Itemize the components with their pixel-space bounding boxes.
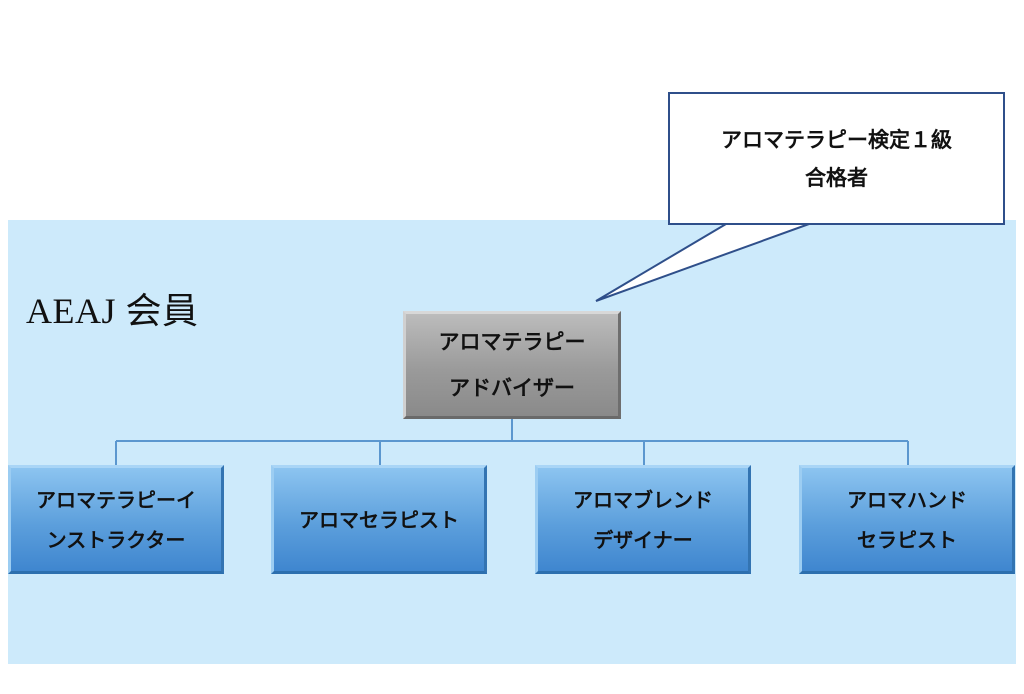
callout-box: アロマテラピー検定１級 合格者: [668, 92, 1005, 225]
child-node-blend-designer: アロマブレンド デザイナー: [535, 465, 751, 574]
child-node-line-1: アロマセラピスト: [299, 507, 459, 532]
child-node-line-2: セラピスト: [857, 527, 957, 552]
child-node-line-1: アロマテラピーイ: [36, 487, 196, 512]
callout-line-1: アロマテラピー検定１級: [721, 126, 952, 152]
root-node-aroma-adviser: アロマテラピー アドバイザー: [403, 311, 621, 419]
callout-line-2: 合格者: [805, 164, 868, 190]
child-node-line-2: ンストラクター: [46, 527, 186, 552]
root-node-line-2: アドバイザー: [449, 375, 575, 400]
child-node-line-2: デザイナー: [593, 527, 693, 552]
callout-pointer: [595, 223, 810, 302]
child-node-instructor: アロマテラピーイ ンストラクター: [8, 465, 224, 574]
child-node-hand-therapist: アロマハンド セラピスト: [799, 465, 1015, 574]
child-node-therapist: アロマセラピスト: [271, 465, 487, 574]
child-node-line-1: アロマハンド: [847, 487, 967, 512]
child-node-line-1: アロマブレンド: [573, 487, 713, 512]
root-node-line-1: アロマテラピー: [438, 329, 586, 354]
region-label: AEAJ 会員: [26, 291, 199, 331]
